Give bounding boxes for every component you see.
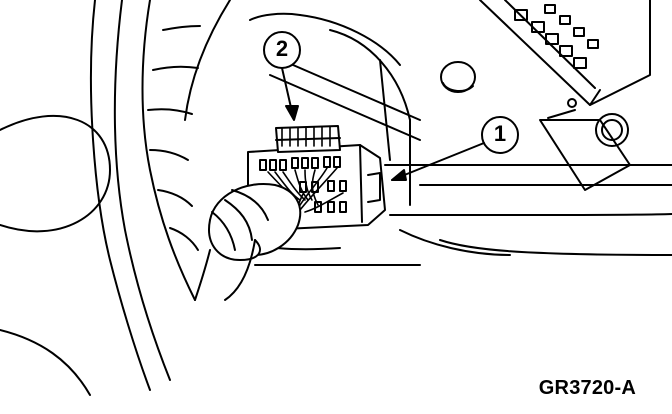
panel-ledges (384, 164, 672, 216)
connector-locking-tab (275, 125, 341, 153)
callout-1-number: 1 (493, 121, 507, 146)
panel-left-edge (0, 115, 111, 396)
lower-contours (254, 229, 672, 266)
callout-1 (391, 116, 519, 181)
callout-2 (263, 31, 301, 121)
harness-sleeve (194, 183, 302, 301)
callout-2-number: 2 (275, 36, 289, 61)
wiring-harness (89, 0, 231, 391)
grommet (440, 61, 476, 93)
fuse-block (479, 0, 651, 191)
mounting-bracket (249, 12, 421, 206)
figure-id-label: GR3720-A (538, 377, 636, 399)
